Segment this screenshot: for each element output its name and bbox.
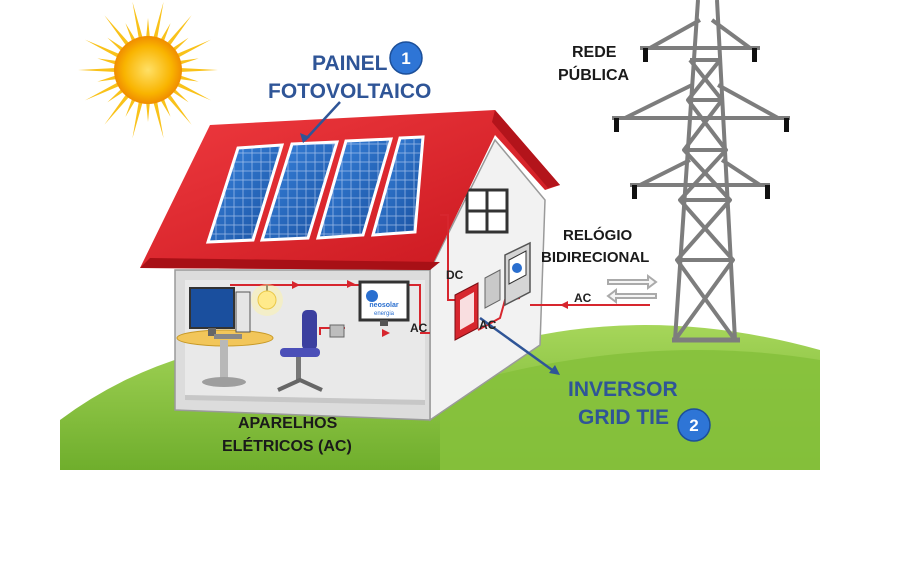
bidirectional-arrows (606, 274, 658, 304)
sun-ray (159, 96, 171, 117)
solar-panel-cells (208, 145, 282, 242)
sun-ray (152, 98, 164, 139)
sun-ray (165, 15, 192, 48)
svg-text:1: 1 (401, 49, 410, 68)
sun-ray (97, 74, 120, 82)
panel-label-2: FOTOVOLTAICO (268, 80, 431, 103)
sun-ray (104, 15, 131, 48)
sun-ray (125, 96, 137, 117)
sun-icon (78, 1, 218, 139)
inverter-label-2: GRID TIE (578, 406, 669, 429)
grid-label-1: REDE (572, 44, 617, 61)
meter-icon (484, 241, 531, 309)
sun-ray (165, 92, 192, 125)
ac-tag-inverter: AC (479, 318, 497, 332)
sun-ray (84, 39, 122, 59)
leader-lines (304, 101, 556, 374)
sun-ray (97, 58, 120, 66)
inverter-icon (454, 282, 479, 341)
tv-icon (358, 280, 410, 326)
sun-ray (125, 23, 137, 44)
inverter-badge: 2 (677, 408, 711, 442)
chair-icon (277, 310, 323, 392)
meter-label-2: BIDIRECIONAL (541, 249, 649, 266)
appliances-label-1: APARELHOS (238, 415, 338, 432)
panel-label-1: PAINEL (312, 52, 388, 75)
sun-ray (145, 99, 151, 122)
sun-ray (152, 1, 164, 42)
appliances-label-2: ELÉTRICOS (AC) (222, 436, 352, 455)
meter-label-1: RELÓGIO (563, 226, 633, 244)
logo-text-2: energia (374, 311, 395, 317)
logo-text-1: neosolar (369, 302, 398, 309)
dc-tag: DC (446, 268, 464, 282)
lamp-icon (251, 284, 283, 316)
grid-label-2: PÚBLICA (558, 65, 630, 84)
sun-disc (114, 36, 182, 104)
power-tower-icon (612, 0, 790, 343)
ac-tag-house: AC (410, 321, 428, 335)
sun-ray (174, 39, 212, 59)
tower-insulators (614, 48, 789, 199)
svg-text:2: 2 (689, 416, 698, 435)
sun-ray (132, 98, 144, 139)
solar-panel-icon (205, 135, 425, 244)
sun-ray (159, 23, 171, 44)
sun-ray (132, 1, 144, 42)
solar-panel-cells (318, 139, 391, 238)
sun-ray (177, 67, 218, 73)
sun-ray (104, 92, 131, 125)
sun-ray (174, 81, 212, 101)
sun-ray (176, 74, 199, 82)
sun-ray (176, 58, 199, 66)
sun-ray (84, 81, 122, 101)
inverter-label-1: INVERSOR (568, 378, 678, 401)
sun-ray (145, 18, 151, 41)
house-window (465, 188, 509, 234)
ac-tag-grid: AC (574, 291, 592, 305)
computer-icon (176, 287, 274, 387)
junction-box (329, 324, 345, 338)
solar-panel-cells (373, 137, 423, 235)
solar-panel-cells (262, 142, 337, 240)
panel-badge: 1 (389, 41, 423, 75)
wire-arrows (292, 280, 568, 337)
sun-ray (78, 67, 119, 73)
